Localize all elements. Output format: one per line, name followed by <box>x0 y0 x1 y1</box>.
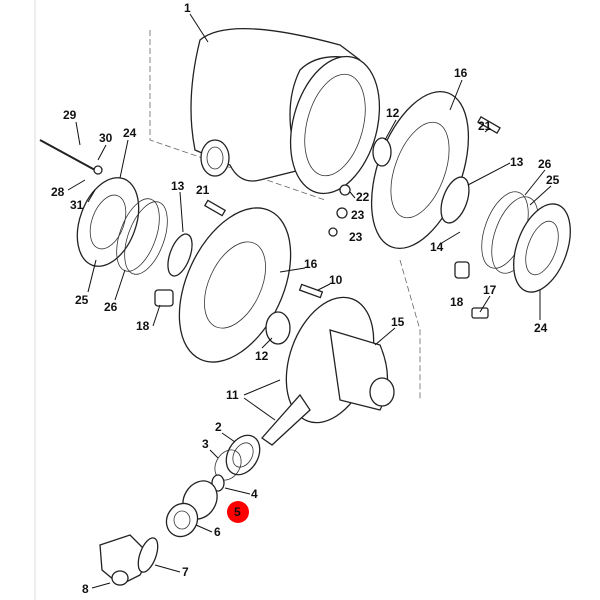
callout-12: 12 <box>386 106 400 120</box>
leader-lines <box>67 13 552 589</box>
callout-8: 8 <box>82 582 89 596</box>
callout-28: 28 <box>51 185 65 199</box>
callout-15: 15 <box>391 315 405 329</box>
callout-11: 11 <box>226 388 239 402</box>
callout-5-highlighted: 5 <box>234 505 241 519</box>
callout-13: 13 <box>510 155 524 169</box>
axle-housing <box>190 27 381 195</box>
callout-3: 3 <box>202 437 209 451</box>
highlight-marker[interactable] <box>227 501 249 523</box>
callout-23: 23 <box>351 208 365 222</box>
callout-4: 4 <box>251 487 258 501</box>
callout-18: 18 <box>136 319 150 333</box>
callout-13: 13 <box>171 179 185 193</box>
callout-labels: 1 29 30 24 28 31 13 21 16 12 21 13 26 25… <box>51 1 560 596</box>
callout-21: 21 <box>478 119 492 133</box>
differential <box>261 296 395 446</box>
assembly-outline <box>149 30 326 201</box>
callout-24: 24 <box>534 321 548 335</box>
callout-30: 30 <box>99 131 113 145</box>
callout-12: 12 <box>255 349 269 363</box>
callout-26: 26 <box>538 157 552 171</box>
callout-6: 6 <box>214 525 221 539</box>
callout-24: 24 <box>123 126 137 140</box>
flange-left <box>178 207 324 363</box>
left-seals <box>39 139 227 307</box>
callout-21: 21 <box>196 183 210 197</box>
callout-7: 7 <box>182 565 189 579</box>
callout-17: 17 <box>483 283 497 297</box>
callout-23: 23 <box>349 230 363 244</box>
callout-14: 14 <box>430 240 444 254</box>
callout-25: 25 <box>75 293 89 307</box>
callout-16: 16 <box>454 66 468 80</box>
callout-18: 18 <box>450 295 464 309</box>
callout-25: 25 <box>546 173 560 187</box>
assembly-outline <box>399 259 421 400</box>
callout-26: 26 <box>104 300 118 314</box>
callout-22: 22 <box>356 190 370 204</box>
pinion-parts <box>99 434 261 586</box>
callout-10: 10 <box>329 273 343 287</box>
callout-2: 2 <box>215 420 222 434</box>
callout-16: 16 <box>304 257 318 271</box>
callout-31: 31 <box>70 198 84 212</box>
callout-29: 29 <box>63 108 77 122</box>
right-seals <box>328 116 571 319</box>
callout-1: 1 <box>184 1 191 15</box>
